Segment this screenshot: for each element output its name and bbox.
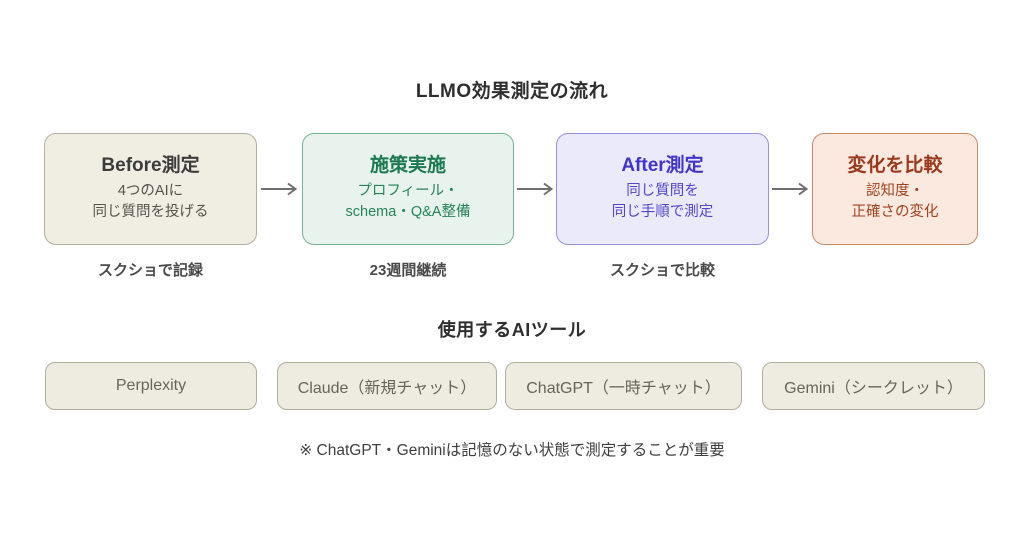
step-title: 施策実施 <box>369 154 446 176</box>
tool-box-perplexity: Perplexity <box>45 362 257 410</box>
step-subtitle: プロフィール・ schema・Q&A整備 <box>345 183 471 221</box>
step-caption-action: 23週間継続 <box>369 262 447 279</box>
step-subtitle: 認知度・ 正確さの変化 <box>851 183 939 221</box>
tool-box-chatgpt: ChatGPT（一時チャット） <box>505 362 742 410</box>
flow-step-before: Before測定 4つのAIに 同じ質問を投げる <box>44 133 257 245</box>
step-subtitle: 同じ質問を 同じ手順で測定 <box>611 183 714 221</box>
flow-step-after: After測定 同じ質問を 同じ手順で測定 <box>556 133 769 245</box>
tool-box-gemini: Gemini（シークレット） <box>762 362 985 410</box>
tools-section-title: 使用するAIツール <box>437 320 587 340</box>
arrow-right-icon <box>260 181 300 197</box>
flow-section-title: LLMO効果測定の流れ <box>415 81 609 102</box>
flow-step-compare: 変化を比較 認知度・ 正確さの変化 <box>812 133 978 245</box>
arrow-right-icon <box>771 181 811 197</box>
arrow-right-icon <box>516 181 556 197</box>
step-caption-after: スクショで比較 <box>609 262 715 279</box>
step-subtitle: 4つのAIに 同じ質問を投げる <box>92 183 209 221</box>
step-title: After測定 <box>621 154 704 176</box>
step-caption-before: スクショで記録 <box>97 262 203 279</box>
tool-box-claude: Claude（新規チャット） <box>277 362 497 410</box>
flow-step-action: 施策実施 プロフィール・ schema・Q&A整備 <box>302 133 514 245</box>
step-title: 変化を比較 <box>847 154 943 176</box>
tools-note: ※ ChatGPT・Geminiは記憶のない状態で測定することが重要 <box>299 442 725 459</box>
step-title: Before測定 <box>101 154 200 176</box>
